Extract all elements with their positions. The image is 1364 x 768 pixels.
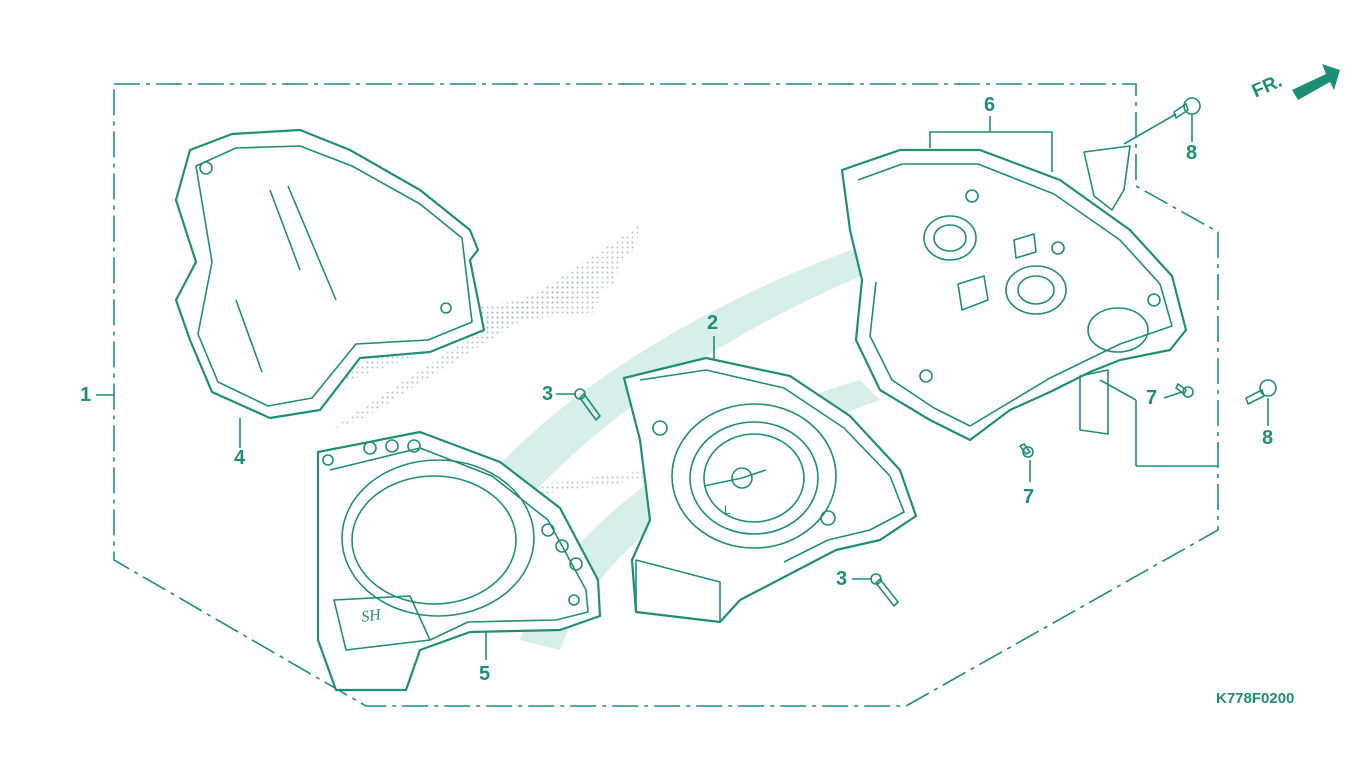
screw-3a <box>556 388 601 421</box>
meter-panel: SH <box>316 430 602 692</box>
meter-cover <box>174 128 486 420</box>
front-direction-label: FR. <box>1248 70 1286 103</box>
front-direction-indicator: FR. <box>1248 62 1348 103</box>
meter-unit: L <box>622 356 918 624</box>
callout-label-8a: 8 <box>1186 142 1198 164</box>
figure-code: K778F0200 <box>1216 690 1295 707</box>
screw-8b <box>1099 379 1277 467</box>
screw-7a <box>1163 383 1194 399</box>
callout-label-7a: 7 <box>1146 387 1158 409</box>
callout-label-4: 4 <box>234 447 246 469</box>
callout-label-1: 1 <box>80 384 92 406</box>
callout-label-7b: 7 <box>1023 486 1035 508</box>
callout-label-6: 6 <box>984 94 996 116</box>
callout-label-5: 5 <box>479 663 491 685</box>
callout-label-3b: 3 <box>836 568 848 590</box>
screw-3b <box>852 573 899 607</box>
screw-8a <box>1123 97 1201 145</box>
meter-case <box>840 145 1188 442</box>
screw-7b <box>1019 443 1034 482</box>
callout-label-2: 2 <box>707 312 719 334</box>
front-direction-arrow-icon <box>1292 64 1340 100</box>
assembly-boundary <box>113 83 1219 707</box>
callout-label-8b: 8 <box>1262 427 1274 449</box>
svg-text:L: L <box>724 503 731 517</box>
svg-text:SH: SH <box>360 606 383 626</box>
callout-label-3a: 3 <box>542 383 554 405</box>
